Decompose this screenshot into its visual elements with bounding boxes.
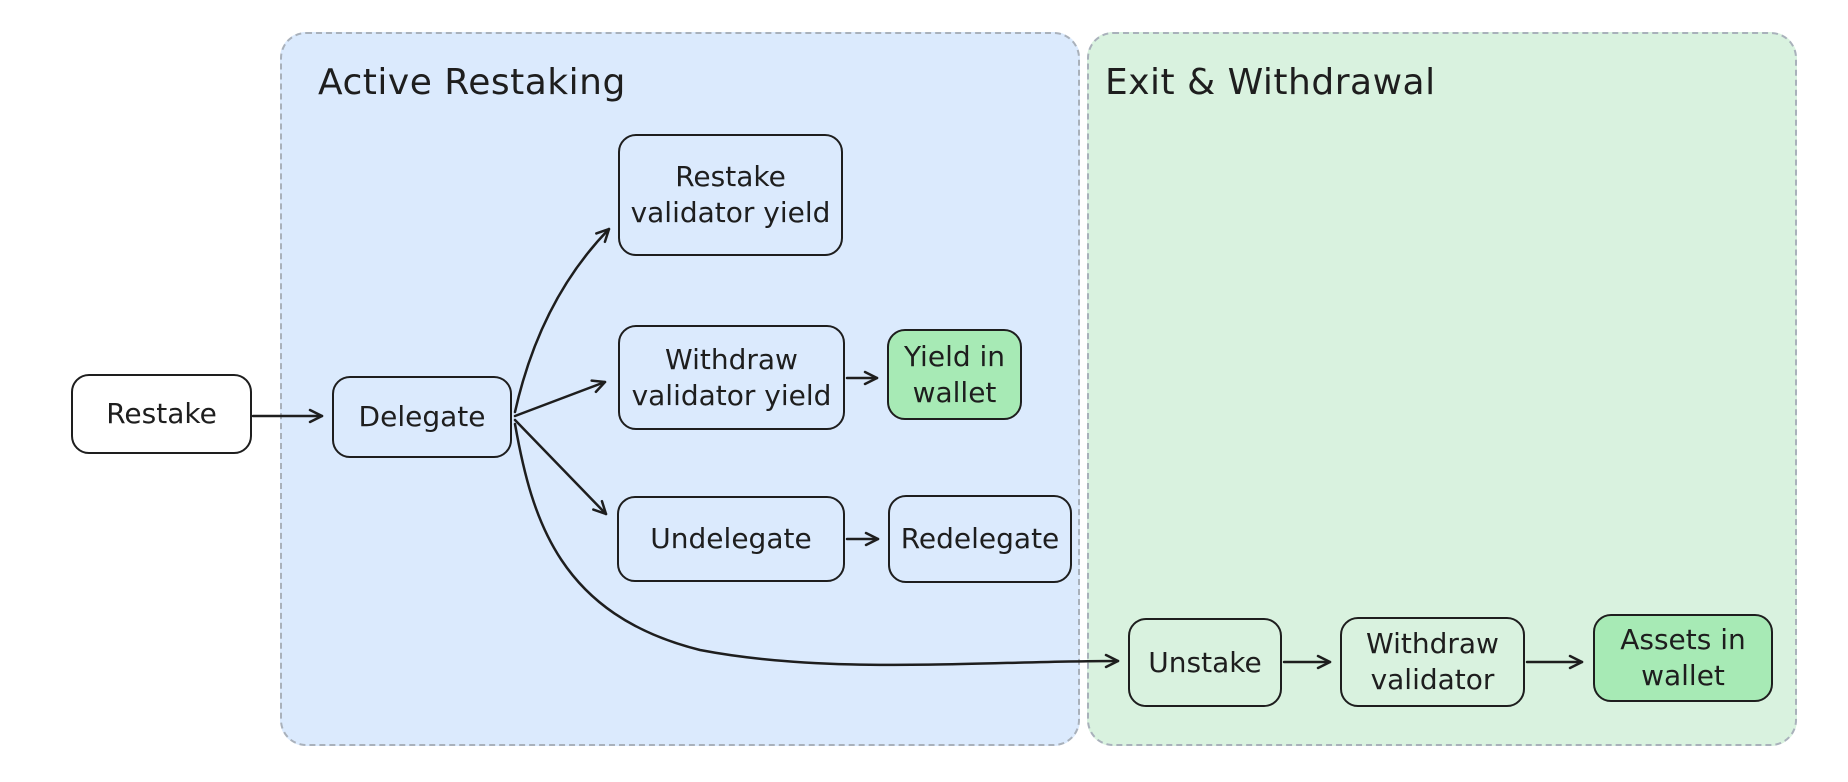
node-restake-validator-yield-line1: Restake	[675, 160, 786, 194]
node-assets-in-wallet: Assets in wallet	[1593, 614, 1773, 702]
node-restake-label: Restake	[106, 397, 217, 431]
node-assets-in-wallet-line1: Assets in	[1620, 623, 1746, 657]
node-redelegate: Redelegate	[888, 495, 1072, 583]
node-yield-in-wallet: Yield in wallet	[887, 329, 1022, 420]
arrow-delegate-to-undelegate	[513, 418, 608, 516]
arrow-delegate-to-restake-validator-yield	[513, 227, 611, 414]
node-undelegate: Undelegate	[617, 496, 845, 582]
node-yield-in-wallet-line2: wallet	[912, 375, 997, 409]
node-undelegate-label: Undelegate	[650, 522, 812, 556]
node-restake-validator-yield: Restake validator yield	[618, 134, 843, 256]
node-assets-in-wallet-line2: wallet	[1641, 659, 1725, 692]
node-delegate: Delegate	[332, 376, 512, 458]
node-withdraw-validator-yield-line1: Withdraw	[665, 342, 798, 376]
node-withdraw-validator-yield: Withdraw validator yield	[618, 325, 845, 430]
node-restake-validator-yield-line2: validator yield	[630, 196, 831, 229]
node-restake: Restake	[71, 374, 252, 454]
node-unstake-label: Unstake	[1148, 645, 1262, 679]
node-unstake: Unstake	[1128, 618, 1282, 707]
node-delegate-label: Delegate	[358, 400, 486, 434]
node-withdraw-validator-line2: validator	[1370, 663, 1495, 696]
node-withdraw-validator-line1: Withdraw	[1366, 627, 1499, 661]
node-withdraw-validator: Withdraw validator	[1340, 617, 1525, 707]
node-yield-in-wallet-line1: Yield in	[903, 339, 1006, 373]
node-redelegate-label: Redelegate	[900, 522, 1060, 556]
node-withdraw-validator-yield-line2: validator yield	[631, 378, 832, 412]
arrow-delegate-to-unstake	[513, 422, 1120, 669]
container-title-exit-withdrawal: Exit & Withdrawal	[1105, 62, 1436, 103]
arrow-delegate-to-withdraw-validator-yield	[513, 379, 607, 418]
container-title-active-restaking: Active Restaking	[318, 62, 626, 103]
